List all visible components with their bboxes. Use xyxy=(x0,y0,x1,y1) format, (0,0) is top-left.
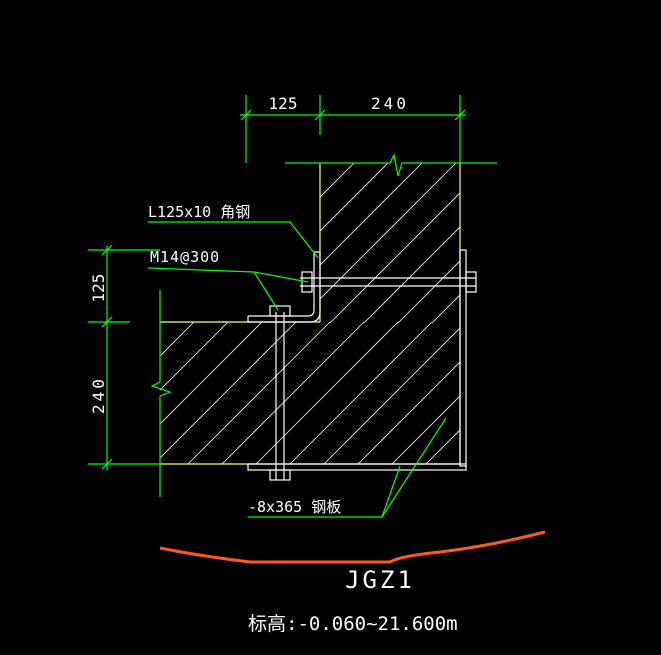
hatch-line xyxy=(425,429,460,464)
hatch-line xyxy=(431,294,460,323)
dim-top-240: 240 xyxy=(371,94,409,113)
angle-steel xyxy=(247,251,321,323)
hatch-line xyxy=(357,361,460,464)
hatch-line xyxy=(160,322,195,357)
break-lines xyxy=(150,153,497,497)
leader-lines xyxy=(147,221,447,518)
through-bolts xyxy=(269,271,477,481)
dim-top-125: 125 xyxy=(269,94,298,113)
hatch-line xyxy=(363,226,460,323)
column-hatch-lower xyxy=(160,322,661,464)
hatch-line xyxy=(459,463,460,464)
hatch-line xyxy=(528,322,661,464)
steel-plates xyxy=(247,249,467,471)
hatch-line xyxy=(160,322,297,459)
hatch-line xyxy=(391,395,460,464)
hatch-line xyxy=(602,163,661,323)
label-steel-plate: -8x365 钢板 xyxy=(248,498,341,516)
hatch-line xyxy=(221,322,365,464)
hatch-line xyxy=(466,163,626,323)
hatch-line xyxy=(500,163,660,323)
hatch-line xyxy=(323,327,460,464)
label-angle-steel: L125x10 角钢 xyxy=(148,203,250,221)
hatch-line xyxy=(534,163,661,323)
elevation-label: 标高:-0.060~21.600m xyxy=(248,613,458,635)
label-bolt: M14@300 xyxy=(150,248,220,266)
column-hatch-upper xyxy=(320,163,661,323)
hatch-line xyxy=(494,322,636,464)
hatch-line xyxy=(160,322,263,425)
hatch-line xyxy=(255,322,399,464)
dim-left-125: 125 xyxy=(89,274,108,303)
hatch-line xyxy=(320,163,457,300)
hatch-line xyxy=(289,322,433,464)
hatch-line xyxy=(320,163,389,232)
hatch-line xyxy=(562,322,661,464)
revision-cloud-line xyxy=(159,530,546,564)
hatch-line xyxy=(320,163,321,164)
hatch-line xyxy=(160,322,229,391)
dimension-lines xyxy=(88,95,466,470)
hatch-line xyxy=(596,322,661,464)
hatch-line xyxy=(187,322,331,464)
dim-left-240: 240 xyxy=(89,376,108,414)
hatch-line xyxy=(397,260,460,323)
hatch-line xyxy=(320,163,355,198)
hatch-line xyxy=(320,163,423,266)
hatch-line xyxy=(568,163,661,323)
hatch-line xyxy=(329,192,460,323)
drawing-title: JGZ1 xyxy=(345,566,415,594)
